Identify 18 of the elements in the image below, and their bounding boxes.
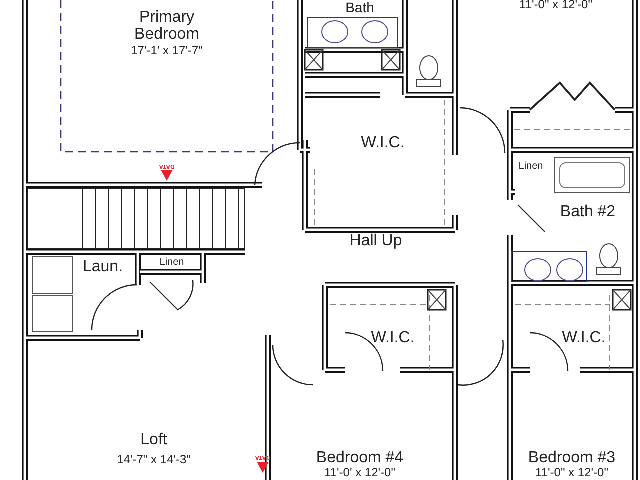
room-label: Bedroom #3 — [528, 450, 616, 468]
room-label: Primary Bedroom — [134, 10, 200, 44]
room-label: Laun. — [82, 260, 124, 276]
room-label: Bath #2 — [560, 204, 616, 222]
room-label: Loft — [140, 432, 168, 450]
room-label: W.I.C. — [562, 330, 606, 348]
dimension: 11'-0" x 12'-0" — [536, 466, 608, 480]
dimension: 11'-0' x 12'-0" — [324, 466, 396, 480]
room-label: Linen — [160, 258, 184, 268]
room-label: W.I.C. — [361, 136, 405, 152]
room-label: Bath — [346, 0, 374, 16]
room-label: Bedroom #4 — [316, 450, 404, 468]
dimension: 14'-7" x 14'-3" — [117, 454, 191, 466]
room-label: Linen — [518, 162, 544, 172]
room-label: W.I.C. — [371, 330, 415, 348]
dimension: 11'-0" x 12'-0" — [520, 0, 592, 12]
dimension: 17'-1' x 17'-7" — [131, 44, 203, 58]
room-label: Hall Up — [350, 234, 402, 250]
